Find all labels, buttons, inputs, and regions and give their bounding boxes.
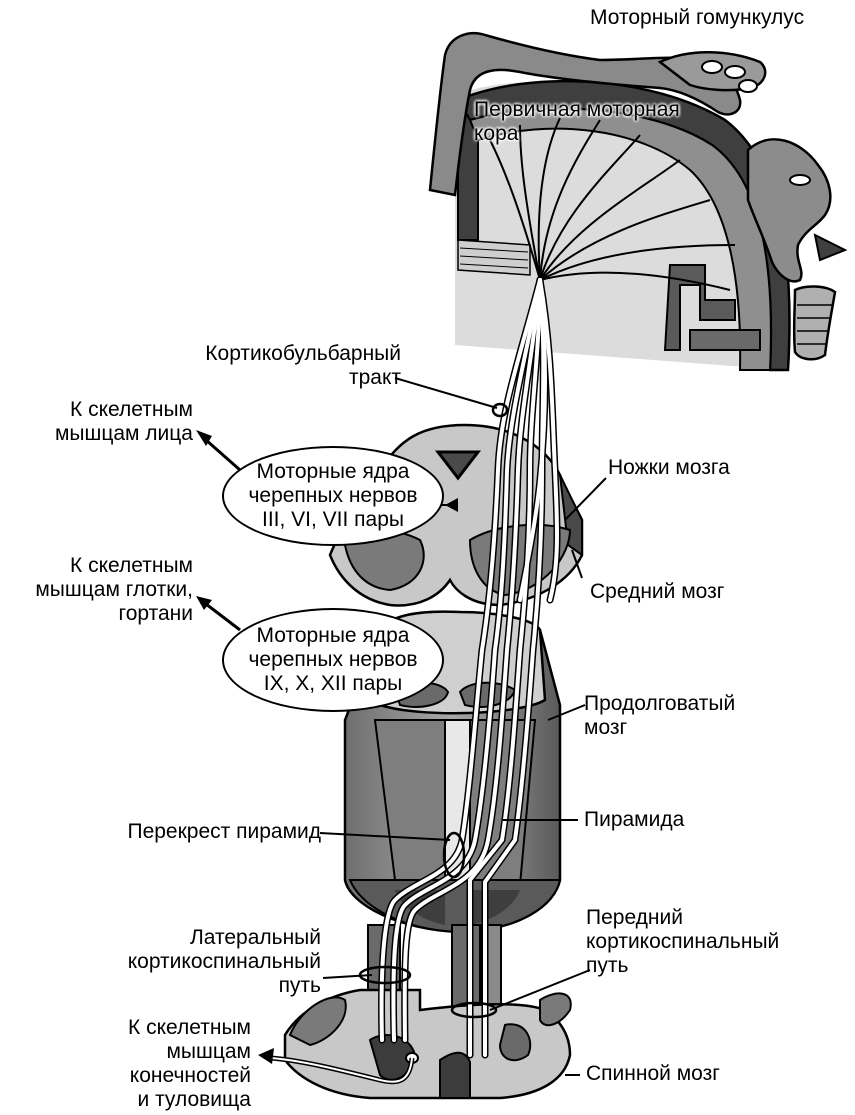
motor-homunculus-label: Моторный гомункулус xyxy=(590,6,804,30)
to-pharynx-larynx-label: К скелетным мышцам глотки, гортани xyxy=(35,554,193,626)
cranial-nuclei-lower-label: Моторные ядра черепных нервов IX, X, XII… xyxy=(248,624,417,696)
anterior-corticospinal-label: Передний кортикоспинальный путь xyxy=(586,906,779,978)
cortex-sulcus-lower xyxy=(690,330,760,350)
pyramid-label: Пирамида xyxy=(584,808,684,832)
midbrain-label: Средний мозг xyxy=(590,580,724,604)
cranial-nuclei-lower-bubble: Моторные ядра черепных нервов IX, X, XII… xyxy=(222,608,444,712)
to-limb-trunk-label: К скелетным мышцам конечностей и туловищ… xyxy=(128,1016,251,1112)
spinal-gray-right xyxy=(500,1024,530,1060)
homunculus-tongue xyxy=(815,235,845,260)
pyramidal-decussation-label: Перекрест пирамид xyxy=(127,820,321,844)
spinal-cord-section xyxy=(285,990,571,1098)
spinal-nerve-right xyxy=(540,993,571,1025)
homunculus-throat xyxy=(794,286,835,359)
to-face-muscles-label: К скелетным мышцам лица xyxy=(55,398,193,446)
spinal-fissure xyxy=(440,1053,470,1098)
homunculus-eye xyxy=(790,175,810,185)
spinal-cord-label: Спинной мозг xyxy=(586,1062,720,1086)
primary-motor-cortex-label: Первичная моторная кора xyxy=(474,98,680,146)
lateral-corticospinal-label: Латеральный кортикоспинальный путь xyxy=(128,926,321,998)
cranial-nuclei-upper-label: Моторные ядра черепных нервов III, VI, V… xyxy=(248,460,417,532)
cranial-nuclei-upper-bubble: Моторные ядра черепных нервов III, VI, V… xyxy=(222,446,444,546)
cerebral-peduncles-label: Ножки мозга xyxy=(608,456,730,480)
medulla-oblongata-label: Продолговатый мозг xyxy=(584,692,735,740)
corticobulbar-tract-label: Кортикобульбарный тракт xyxy=(205,342,401,390)
